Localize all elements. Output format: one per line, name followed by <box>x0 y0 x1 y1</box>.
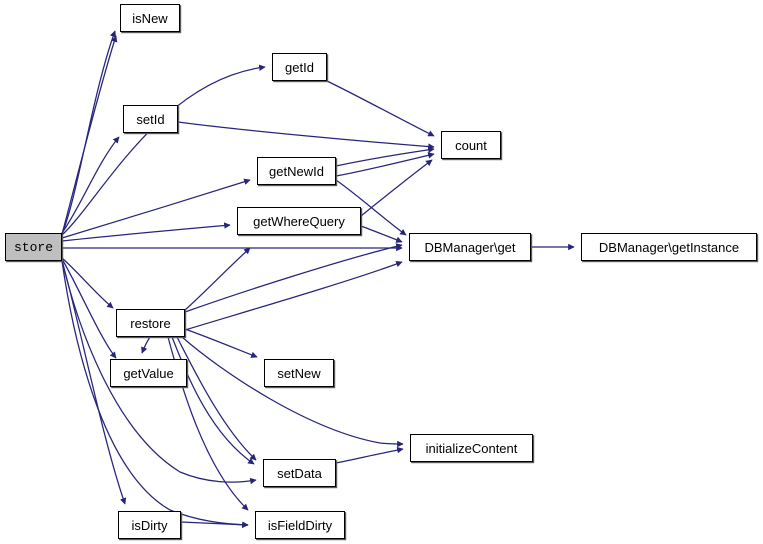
edge-store-to-setId <box>61 136 120 234</box>
graph-node-label: getWhereQuery <box>253 213 345 229</box>
edge-restore-to-setData <box>176 336 257 461</box>
edge-getNewId-to-count <box>335 152 435 177</box>
graph-node-label: setId <box>136 111 165 127</box>
edge-store-to-getValue <box>61 258 117 359</box>
graph-node-label: count <box>455 137 487 153</box>
graph-node-getValue[interactable]: getValue <box>110 359 187 387</box>
graph-node-label: isNew <box>132 10 168 26</box>
graph-node-label: getNewId <box>269 163 324 179</box>
edge-store-to-isDirty <box>61 260 127 505</box>
edge-isDirty-to-isFieldDirty <box>180 521 249 529</box>
edge-store-to-isNew <box>61 35 118 235</box>
edge-restore-to-setNew <box>184 328 258 358</box>
graph-node-setId[interactable]: setId <box>123 105 178 133</box>
edge-restore-to-isFieldDirty <box>167 336 249 511</box>
edge-setId-to-count <box>177 121 435 150</box>
edges-group <box>61 30 575 529</box>
graph-node-label: store <box>13 239 53 255</box>
graph-node-getWhereQuery[interactable]: getWhereQuery <box>237 207 361 235</box>
edge-restore-to-getWhereQuery <box>184 247 251 311</box>
edge-store-to-getId <box>61 64 266 236</box>
graph-node-isFieldDirty[interactable]: isFieldDirty <box>255 511 345 539</box>
edge-store-to-getNewId <box>61 178 251 239</box>
graph-node-label: getId <box>285 59 314 75</box>
edge-getWhereQuery-to-DBManagerGet <box>360 225 403 243</box>
edge-getNewId-to-count <box>335 146 435 167</box>
edge-getWhereQuery-to-count <box>360 159 433 217</box>
graph-node-setNew[interactable]: setNew <box>264 359 334 387</box>
graph-node-label: setNew <box>277 365 321 381</box>
graph-node-DBManagerGetInstance[interactable]: DBManager\getInstance <box>581 233 757 261</box>
edge-store-to-setData <box>61 259 257 485</box>
edge-store-to-isFieldDirty <box>61 260 249 529</box>
edge-restore-to-setData <box>171 336 255 465</box>
graph-node-label: DBManager\get <box>424 239 516 255</box>
edge-store-to-restore <box>61 257 114 309</box>
graph-node-getId[interactable]: getId <box>272 53 327 81</box>
graph-node-isNew[interactable]: isNew <box>120 4 180 32</box>
graph-node-setData[interactable]: setData <box>263 459 336 487</box>
edge-restore-to-DBManagerGet <box>184 260 403 331</box>
edge-restore-to-DBManagerGet <box>184 243 403 313</box>
graph-node-label: getValue <box>123 365 174 381</box>
graph-node-label: initializeContent <box>425 440 518 456</box>
edge-getId-to-count <box>326 80 435 137</box>
graph-node-isDirty[interactable]: isDirty <box>118 511 181 539</box>
graph-node-label: isDirty <box>131 517 168 533</box>
edge-store-to-getWhereQuery <box>61 222 231 242</box>
graph-node-restore[interactable]: restore <box>116 309 185 337</box>
graph-node-label: DBManager\getInstance <box>598 239 740 255</box>
graph-node-initializeContent[interactable]: initializeContent <box>410 434 533 462</box>
edge-restore-to-initializeContent <box>181 336 404 448</box>
graph-node-count[interactable]: count <box>441 131 501 159</box>
graph-node-DBManagerGet[interactable]: DBManager\get <box>409 233 531 261</box>
graph-node-getNewId[interactable]: getNewId <box>257 157 336 185</box>
graph-node-label: isFieldDirty <box>267 517 333 533</box>
edge-restore-to-getValue <box>141 336 151 354</box>
graph-node-label: restore <box>130 315 171 331</box>
graph-node-store[interactable]: store <box>5 233 62 261</box>
edge-setData-to-initializeContent <box>335 446 404 464</box>
graph-node-label: setData <box>277 465 322 481</box>
